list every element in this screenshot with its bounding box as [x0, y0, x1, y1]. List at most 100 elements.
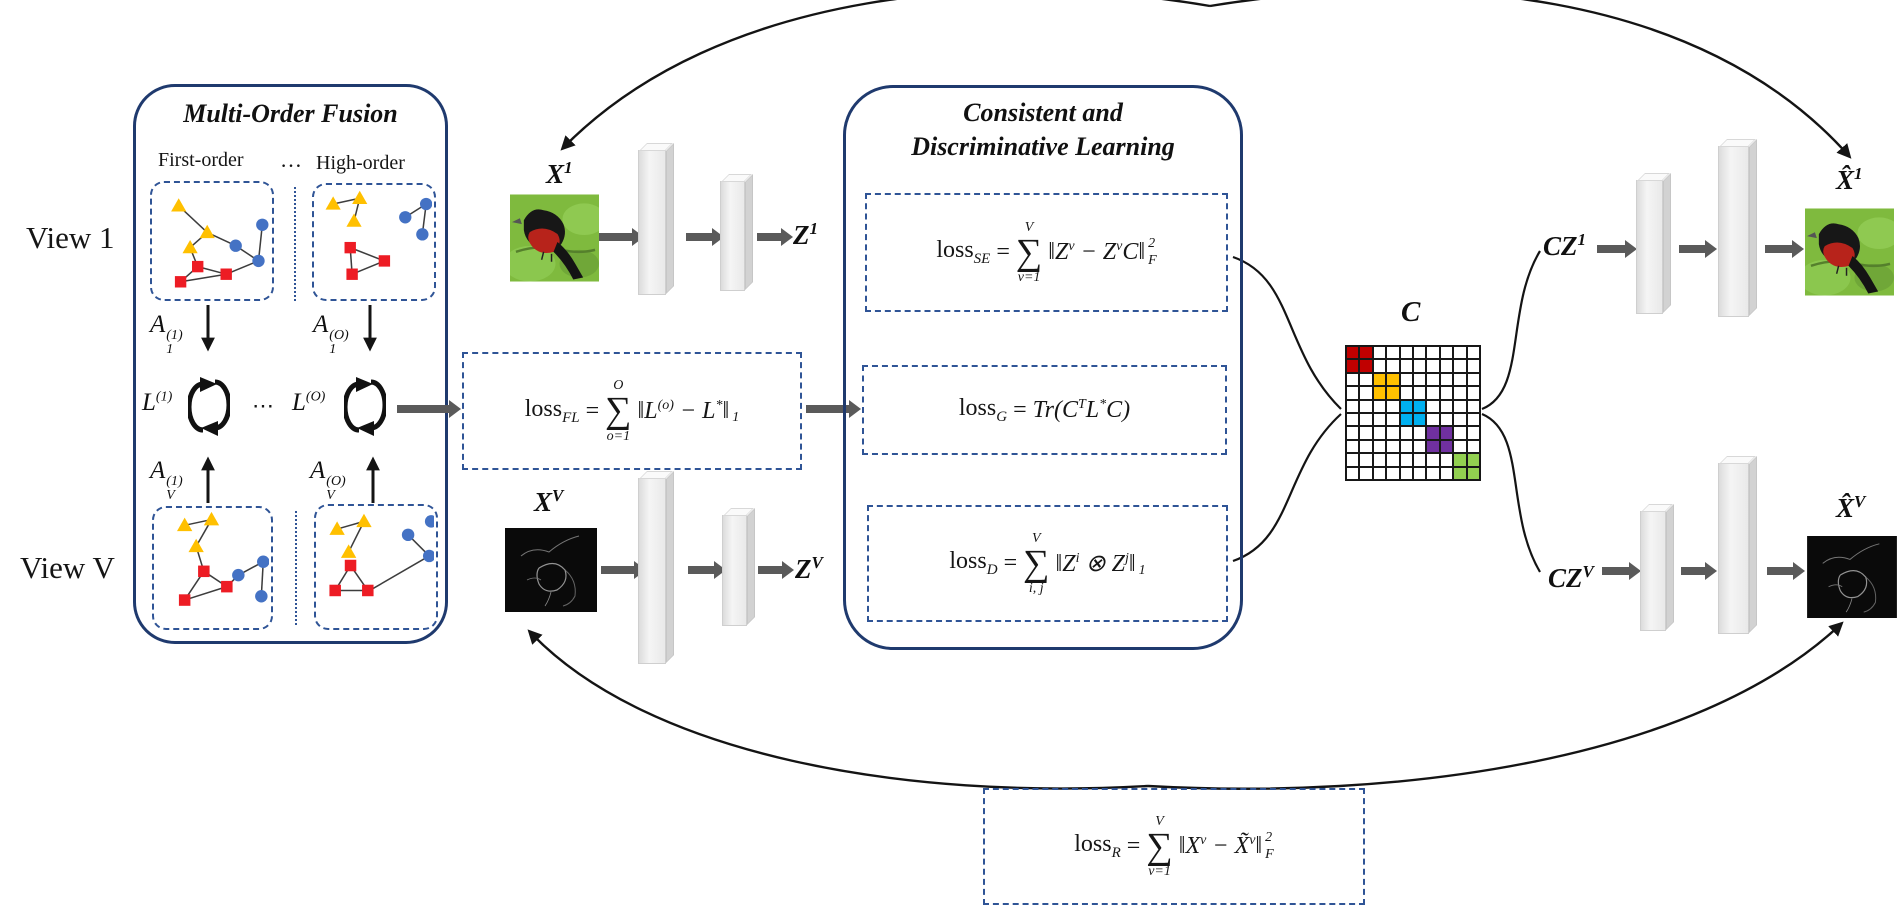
graph-high-order-viewv [314, 504, 438, 630]
decoder1-layer-bar-2 [1718, 146, 1749, 317]
c-matrix-cell [1359, 466, 1373, 480]
xhatv-label: X̂V [1836, 492, 1866, 523]
decoderv-layer-bar-1 [1640, 511, 1666, 631]
arrow-decoderv-to-xhatv [1767, 561, 1805, 580]
c-matrix-cell [1453, 346, 1467, 360]
arrow-decoder1-layers [1679, 239, 1717, 258]
order-separator-bottom [295, 511, 297, 625]
c-matrix-cell [1426, 346, 1440, 360]
c-matrix-cell [1386, 372, 1400, 387]
c-matrix-cell [1426, 399, 1440, 413]
xhatv-image [1806, 536, 1898, 623]
czv-label: CZV [1548, 562, 1594, 593]
c-matrix-cell [1426, 466, 1440, 480]
c-matrix-cell [1372, 453, 1387, 467]
c-matrix-cell [1359, 426, 1373, 440]
c-matrix-cell [1372, 359, 1387, 373]
l-high-label: L(O) [292, 389, 326, 416]
arrow-xv-to-encoder [601, 560, 646, 579]
graph-first-order-viewv [152, 506, 273, 630]
arrow-encoderv-layers [688, 560, 726, 579]
arrow-cz1-to-decoder [1597, 239, 1637, 258]
c-matrix-cell [1466, 399, 1480, 413]
c-matrix-cell [1386, 386, 1400, 400]
c-matrix-cell [1466, 466, 1480, 480]
xhat1-label: X̂1 [1836, 164, 1863, 195]
graph-high-order-viewv-svg [329, 513, 438, 597]
x1-label: X1 [546, 158, 573, 189]
c-matrix-label: C [1401, 296, 1421, 328]
c-matrix-cell [1386, 466, 1400, 480]
c-matrix-cell [1439, 346, 1454, 360]
c-matrix-cell [1439, 466, 1454, 480]
c-matrix-cell [1399, 359, 1413, 373]
l-first-label: L(1) [142, 389, 173, 416]
arrow-x1-to-encoder [599, 227, 644, 246]
zv-label: ZV [795, 553, 823, 584]
c-matrix-cell [1439, 426, 1454, 440]
graph-high-order-view1 [312, 183, 436, 301]
c-matrix-cell [1453, 412, 1467, 427]
c-matrix-cell [1346, 372, 1360, 387]
c-matrix-cell [1399, 466, 1413, 480]
c-matrix-cell [1399, 412, 1413, 427]
c-matrix-cell [1386, 439, 1400, 454]
c-matrix-cell [1412, 372, 1427, 387]
arrow-decoderv-layers [1681, 561, 1717, 580]
loss-g-box: lossG = Tr(CTL*C) [862, 365, 1227, 455]
brace-lossse-to-c [1232, 255, 1342, 410]
c-matrix-cell [1426, 453, 1440, 467]
c-matrix-cell [1399, 426, 1413, 440]
c-matrix-cell [1426, 412, 1440, 427]
encoderv-layer-bar-2 [722, 515, 747, 626]
c-matrix-cell [1372, 426, 1387, 440]
c-matrix-cell [1359, 412, 1373, 427]
c-matrix-cell [1399, 346, 1413, 360]
brace-c-to-czv [1481, 412, 1541, 573]
c-matrix-cell [1346, 412, 1360, 427]
arrow-decoder1-to-xhat1 [1765, 239, 1804, 258]
c-matrix-cell [1426, 359, 1440, 373]
c-matrix-cell [1439, 412, 1454, 427]
x1-image [504, 194, 606, 287]
arrow-fusion-to-lossfl [397, 399, 461, 418]
arrow-encoderv-to-zv [758, 560, 794, 579]
cdl-title-line2: Discriminative Learning [911, 132, 1175, 161]
c-matrix-cell [1346, 346, 1360, 360]
c-matrix-cell [1386, 412, 1400, 427]
c-matrix-cell [1412, 439, 1427, 454]
c-matrix-cell [1346, 466, 1360, 480]
c-matrix-cell [1359, 439, 1373, 454]
c-matrix-cell [1466, 412, 1480, 427]
multi-order-fusion-box: Multi-Order Fusion First-order … High-or… [133, 84, 448, 644]
decoderv-layer-bar-2 [1718, 463, 1749, 634]
c-matrix-cell [1453, 359, 1467, 373]
c-matrix-cell [1412, 412, 1427, 427]
c-matrix-cell [1399, 439, 1413, 454]
c-matrix-grid [1345, 345, 1481, 481]
c-matrix-cell [1466, 453, 1480, 467]
c-matrix-cell [1346, 453, 1360, 467]
c-matrix-cell [1359, 386, 1373, 400]
c-matrix-cell [1439, 359, 1454, 373]
order-ellipsis: … [280, 147, 304, 172]
c-matrix-cell [1399, 453, 1413, 467]
c-matrix-cell [1372, 386, 1387, 400]
decoder1-layer-bar-1 [1636, 180, 1663, 314]
c-matrix-cell [1399, 386, 1413, 400]
consistent-discriminative-box: Consistent and Discriminative Learning [843, 85, 1243, 650]
c-matrix-cell [1453, 386, 1467, 400]
c-matrix-cell [1439, 372, 1454, 387]
a1-first-label: A(1)1 [150, 311, 183, 358]
a1-high-label: A(O)1 [313, 311, 349, 358]
c-matrix-cell [1359, 346, 1373, 360]
c-matrix-cell [1466, 439, 1480, 454]
c-matrix-cell [1359, 453, 1373, 467]
c-matrix-cell [1372, 372, 1387, 387]
view-1-label: View 1 [26, 220, 115, 255]
xv-image [505, 528, 597, 617]
c-matrix-cell [1359, 359, 1373, 373]
